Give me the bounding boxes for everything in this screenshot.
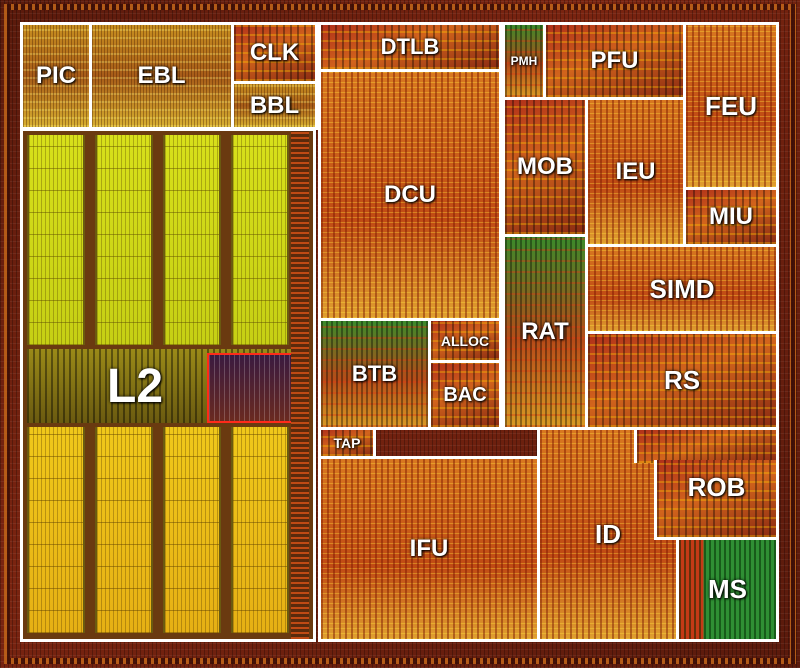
label-dcu: DCU [384, 181, 436, 208]
label-ieu: IEU [615, 158, 656, 185]
l2-bank [27, 135, 85, 345]
block-ieu: IEU [585, 97, 686, 247]
block-miu: MIU [683, 187, 779, 247]
block-ifu: IFU [318, 456, 540, 642]
l2-bank [231, 427, 289, 633]
block-bac: BAC [428, 360, 502, 430]
block-bbl: BBL [231, 81, 318, 130]
label-rob: ROB [687, 472, 746, 502]
label-pmh: PMH [510, 54, 538, 68]
label-id: ID [595, 519, 621, 549]
block-ebl: EBL [89, 22, 234, 130]
l2-bank [27, 427, 85, 633]
block-btb: BTB [318, 318, 431, 430]
block-rat: RAT [502, 234, 588, 430]
block-rob-body: ROB [654, 460, 779, 540]
label-ifu: IFU [409, 535, 449, 562]
label-miu: MIU [709, 203, 753, 230]
block-rs: RS [585, 331, 779, 430]
label-ms: MS [708, 574, 747, 604]
block-l2: L2 [20, 128, 316, 642]
label-rat: RAT [521, 318, 569, 345]
block-alloc: ALLOC [428, 318, 502, 363]
l2-bank [163, 135, 221, 345]
label-bbl: BBL [249, 91, 300, 119]
block-mob: MOB [502, 97, 588, 237]
label-feu: FEU [705, 90, 757, 121]
block-ms: MS [676, 537, 779, 642]
block-dcu: DCU [318, 69, 502, 321]
l2-bank [95, 427, 153, 633]
label-bac: BAC [443, 383, 487, 406]
block-id: ID [537, 427, 679, 642]
l2-bank [95, 135, 153, 345]
block-feu: FEU [683, 22, 779, 190]
block-pfu: PFU [543, 22, 686, 100]
block-tap: TAP [318, 427, 376, 459]
l2-lower-array [27, 427, 289, 633]
block-dtlb: DTLB [318, 22, 502, 72]
l2-bus-strip [291, 131, 309, 639]
label-simd: SIMD [649, 273, 715, 304]
label-btb: BTB [351, 361, 398, 386]
block-pic: PIC [20, 22, 92, 130]
label-clk: CLK [249, 39, 300, 66]
label-alloc: ALLOC [440, 332, 490, 349]
block-pmh: PMH [502, 22, 546, 100]
label-tap: TAP [333, 435, 361, 451]
label-ebl: EBL [137, 62, 186, 89]
block-simd: SIMD [585, 244, 779, 334]
label-mob: MOB [517, 153, 573, 180]
label-pfu: PFU [590, 47, 639, 74]
label-rs: RS [663, 365, 701, 395]
l2-upper-array [27, 135, 289, 345]
l2-bank [163, 427, 221, 633]
label-dtlb: DTLB [380, 34, 440, 59]
block-clk: CLK [231, 22, 318, 84]
l2-bank [231, 135, 289, 345]
label-l2: L2 [107, 360, 164, 413]
block-rob [634, 427, 779, 463]
l2-tag-logic [207, 353, 307, 423]
label-pic: PIC [35, 62, 76, 89]
